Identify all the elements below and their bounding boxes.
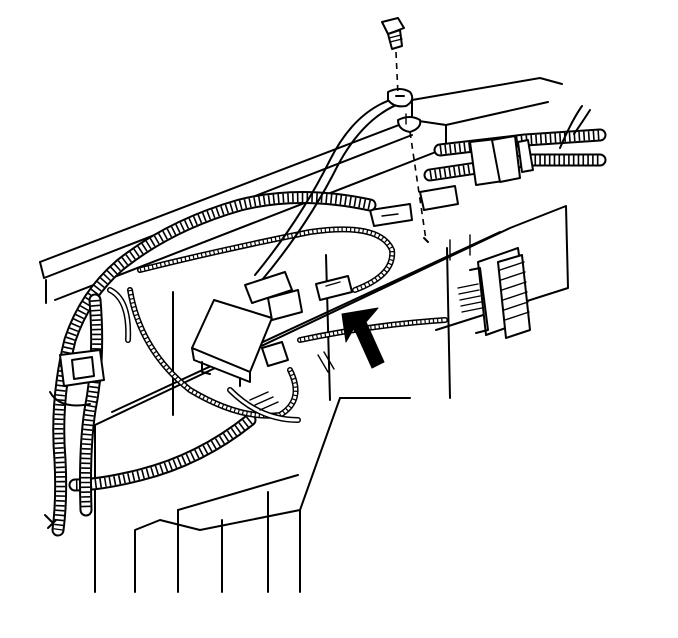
electrical-connector [244,271,353,321]
multi-pin-connector [457,247,531,339]
upper-harness [369,105,607,227]
instrument-panel-wiring-harness [44,191,377,537]
detail-hatching [249,351,335,411]
bolt [381,17,429,243]
branch-wires [107,226,448,423]
locating-arrow [341,307,385,369]
ground-wire [254,88,414,281]
module [191,299,289,387]
panel-carrier [39,77,569,593]
